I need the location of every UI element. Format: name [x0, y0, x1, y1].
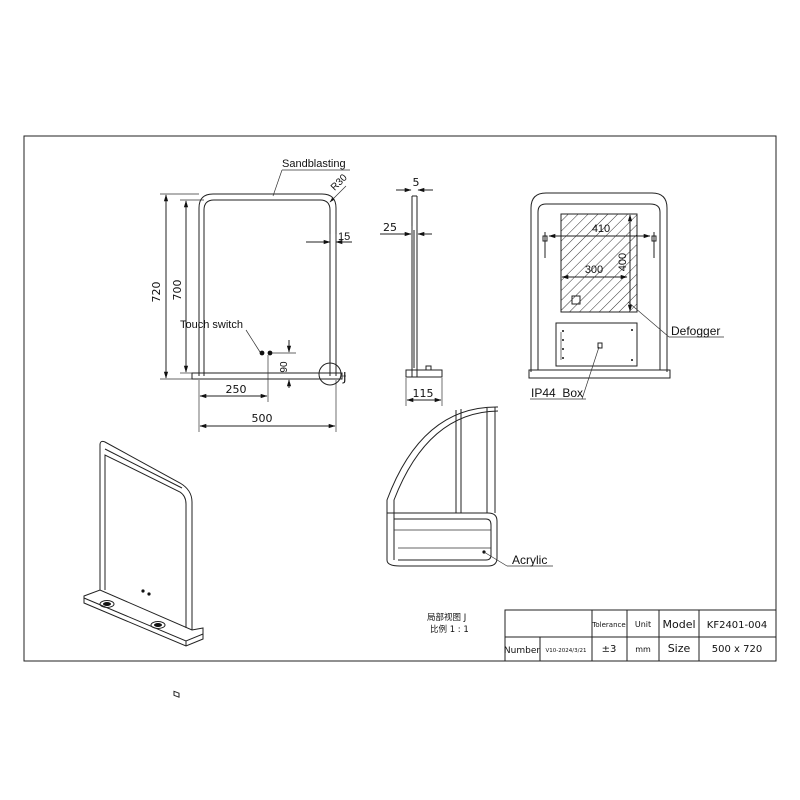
side-base [405, 369, 443, 378]
dim-height-inner: 700 [171, 280, 184, 301]
dim-base-depth: 115 [413, 387, 434, 400]
label-radius: R30 [329, 172, 350, 193]
tolerance-value: ±3 [602, 644, 617, 655]
mirror-outline-inner [203, 199, 331, 376]
dim-height-outer: 720 [150, 282, 163, 303]
front-view: 720 700 Sandblasting R30 15 Touch switch… [150, 158, 352, 432]
version-value: V10-2024/3/21 [546, 648, 587, 654]
model-value: KF2401-004 [707, 620, 767, 631]
label-defogger: Defogger [671, 324, 720, 338]
size-label: Size [668, 642, 691, 655]
detail-marker-label: J [342, 370, 347, 384]
dim-switch-offset: 250 [226, 383, 247, 396]
dim-width: 500 [252, 412, 273, 425]
touch-switch-dot-2 [267, 350, 273, 356]
th-model: Model [662, 618, 695, 631]
back-view: 410 300 400 Defogger IP44 Box [528, 192, 724, 400]
isometric-view [83, 440, 204, 698]
dim-thickness: 5 [413, 176, 420, 189]
label-sandblasting: Sandblasting [282, 158, 346, 170]
back-base [528, 369, 671, 379]
th-tolerance: Tolerance [591, 621, 625, 629]
dim-switch-height: 90 [279, 361, 290, 373]
label-acrylic: Acrylic [512, 553, 547, 567]
label-ip44-box: IP44 Box [531, 386, 583, 400]
ip44-box [555, 322, 638, 367]
mirror-outline-outer [198, 193, 337, 376]
dim-defogger-inner: 300 [585, 264, 603, 276]
label-touch-switch: Touch switch [180, 319, 243, 331]
touch-switch-dot-1 [259, 350, 265, 356]
detail-view: Acrylic 局部视图 J 比例 1 : 1 [386, 406, 553, 635]
dim-defogger-height: 400 [617, 253, 629, 271]
detail-marker-circle [318, 362, 342, 386]
dim-frame: 25 [383, 221, 397, 234]
dim-defogger-width: 410 [592, 223, 610, 235]
number-label: Number [504, 646, 540, 656]
detail-caption-1: 局部视图 J [427, 612, 466, 623]
unit-value: mm [635, 645, 651, 654]
side-view: 5 25 115 [380, 176, 443, 406]
title-block: Tolerance Unit Model KF2401-004 Number V… [504, 609, 777, 662]
drawing-frame [23, 135, 777, 662]
dim-border: 15 [338, 231, 350, 243]
size-value: 500 x 720 [712, 644, 762, 655]
th-unit: Unit [635, 620, 651, 629]
detail-caption-2: 比例 1 : 1 [430, 624, 469, 635]
